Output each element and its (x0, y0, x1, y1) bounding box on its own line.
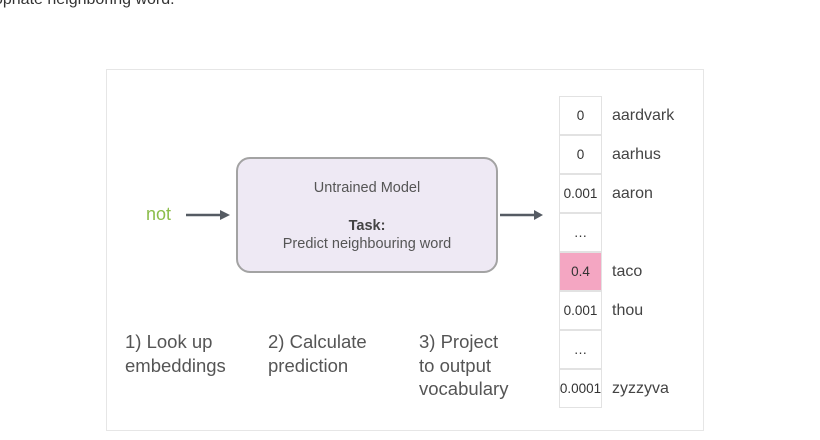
input-word: not (146, 204, 172, 224)
step-line: 1) Look up (125, 331, 213, 352)
step-project-vocabulary: 3) Project to output vocabulary (419, 330, 508, 401)
vocab-score-cell: 0 (559, 135, 602, 174)
step-lookup-embeddings: 1) Look up embeddings (125, 330, 226, 377)
vocab-word: aarhus (612, 146, 661, 163)
task-description: Predict neighbouring word (282, 236, 452, 252)
input-arrow (186, 210, 230, 220)
vocab-ellipsis-cell: … (559, 213, 602, 252)
step-line: 3) Project (419, 331, 499, 352)
vocab-word: taco (612, 263, 643, 280)
vocab-score-cell: 0.001 (559, 174, 602, 213)
vocab-score-cell-highlighted: 0.4 (559, 252, 602, 291)
step-line: to output (419, 354, 492, 376)
vocab-word: thou (612, 302, 644, 319)
vocab-score-cell: 0.001 (559, 291, 602, 330)
vocab-score-cell: 0.0001 (559, 369, 602, 408)
step-line: vocabulary (419, 378, 509, 399)
output-arrow (500, 210, 543, 220)
vocab-ellipsis-cell: … (559, 330, 602, 369)
step-line: 2) Calculate (268, 331, 367, 352)
vocab-word: aardvark (612, 107, 675, 124)
vocab-word: zyzzyva (612, 380, 669, 397)
vocab-score-cell: 0 (559, 96, 602, 135)
task-title: Task: (348, 218, 386, 234)
step-line: embeddings (125, 354, 226, 376)
model-name: Untrained Model (313, 180, 421, 196)
top-caption: opriate neighboring word. (0, 0, 175, 9)
step-calculate-prediction: 2) Calculate prediction (268, 330, 367, 377)
vocab-word: aaron (612, 185, 653, 202)
model-box: Untrained Model Task: Predict neighbouri… (236, 157, 498, 273)
step-line: prediction (268, 354, 349, 376)
